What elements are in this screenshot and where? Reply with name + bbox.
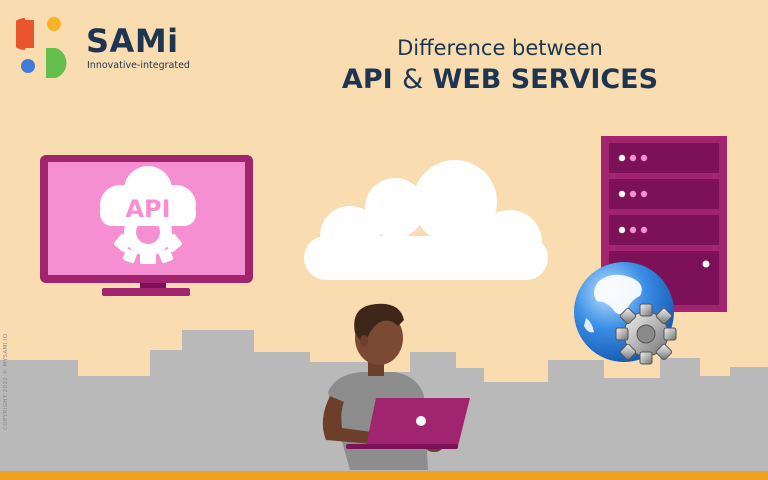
headline-api: API	[341, 64, 393, 95]
brand-tagline: Innovative-integrated	[87, 60, 190, 71]
headline-web-services: WEB SERVICES	[432, 64, 659, 95]
sami-logo-icon	[16, 17, 67, 78]
headline-title: API & WEB SERVICES	[300, 64, 700, 95]
headline-subtitle: Difference between	[397, 36, 603, 60]
headline-ampersand: &	[402, 64, 424, 95]
copyright-text: COPYRIGHT 2022 © MYSAMI.IO	[3, 333, 9, 430]
footer-stripe	[0, 471, 768, 480]
brand-name: SAMi	[86, 22, 179, 60]
